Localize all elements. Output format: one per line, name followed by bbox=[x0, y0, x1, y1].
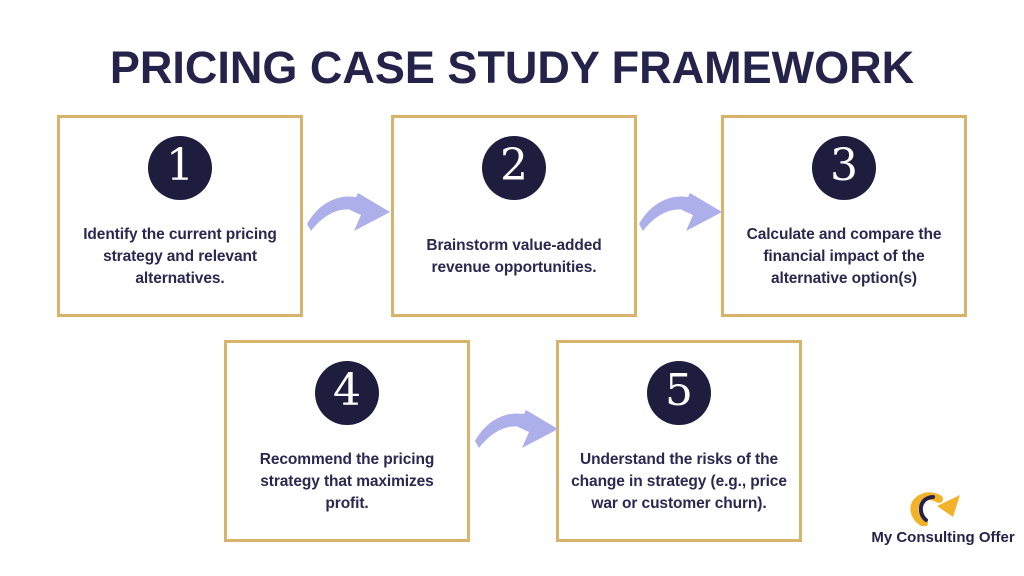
logo-text: My Consulting Offer bbox=[871, 529, 1015, 546]
step-2-description: Brainstorm value-added revenue opportuni… bbox=[426, 237, 602, 276]
step-3-number: 3 bbox=[830, 140, 858, 191]
step-box-4: 4 Recommend the pricing strategy that ma… bbox=[224, 340, 470, 542]
brand-logo: My Consulting Offer bbox=[868, 492, 1018, 546]
step-1-text-area: Identify the current pricing strategy an… bbox=[60, 200, 300, 314]
step-4-number: 4 bbox=[333, 365, 361, 416]
step-4-description: Recommend the pricing strategy that maxi… bbox=[259, 451, 435, 512]
curved-arrow-icon-4-to-5 bbox=[475, 410, 558, 448]
page-title: PRICING CASE STUDY FRAMEWORK bbox=[109, 42, 915, 93]
step-1-description: Identify the current pricing strategy an… bbox=[83, 226, 277, 287]
step-1-number-badge: 1 bbox=[148, 136, 212, 200]
step-2-number-badge: 2 bbox=[482, 136, 546, 200]
step-box-5: 5 Understand the risks of the change in … bbox=[556, 340, 802, 542]
step-3-text-area: Calculate and compare the financial impa… bbox=[724, 200, 964, 314]
step-5-number: 5 bbox=[665, 365, 693, 416]
step-1-number: 1 bbox=[166, 140, 194, 191]
step-4-text-area: Recommend the pricing strategy that maxi… bbox=[227, 425, 467, 539]
step-5-text-area: Understand the risks of the change in st… bbox=[559, 425, 799, 539]
step-box-3: 3 Calculate and compare the financial im… bbox=[721, 115, 967, 317]
step-2-text-area: Brainstorm value-added revenue opportuni… bbox=[394, 200, 634, 314]
curved-arrow-icon-1-to-2 bbox=[307, 193, 390, 231]
step-box-1: 1 Identify the current pricing strategy … bbox=[57, 115, 303, 317]
step-box-2: 2 Brainstorm value-added revenue opportu… bbox=[391, 115, 637, 317]
step-5-number-badge: 5 bbox=[647, 361, 711, 425]
step-2-number: 2 bbox=[500, 140, 528, 191]
logo-swoosh-arrow-icon bbox=[910, 492, 960, 526]
step-3-description: Calculate and compare the financial impa… bbox=[746, 226, 942, 287]
step-4-number-badge: 4 bbox=[315, 361, 379, 425]
curved-arrow-icon-2-to-3 bbox=[639, 193, 722, 231]
step-3-number-badge: 3 bbox=[812, 136, 876, 200]
step-5-description: Understand the risks of the change in st… bbox=[571, 451, 787, 512]
